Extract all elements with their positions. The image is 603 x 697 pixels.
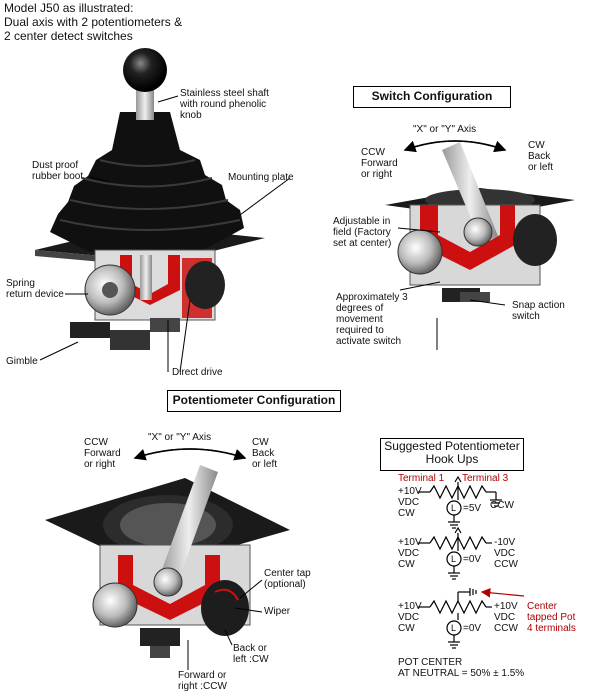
center-tap-note: Center tapped Pot 4 terminals [527,601,576,634]
hookup-circuits [418,475,502,649]
circuit-3-wiper: L [451,623,457,633]
label-gimble: Gimble [6,356,38,367]
switch-leaders [397,227,506,350]
switch-adjustable-label: Adjustable in field (Factory set at cent… [333,216,392,249]
model-title-line3: 2 center detect switches [4,29,133,43]
circuit-1-wiper: L [451,503,457,513]
pot-forward-label: Forward or right :CCW [178,670,227,692]
model-title-line1: Model J50 as illustrated: [4,1,134,15]
center-tap-arrow [480,588,525,598]
circuit-1 [418,475,502,529]
circuit-2-right: -10V VDC CCW [494,537,518,570]
switch-illustration [385,140,575,302]
pot-center-note: POT CENTER AT NEUTRAL = 50% ± 1.5% [398,657,525,679]
circuit-2 [418,526,492,580]
pot-illustration [45,448,290,658]
pot-ccw-label: CCW Forward or right [84,437,121,470]
pot-config-title: Potentiometer Configuration [167,390,341,412]
circuit-1-out: =5V [463,503,482,514]
model-title-line2: Dual axis with 2 potentiometers & [4,15,183,29]
circuit-3 [418,588,492,649]
circuit-2-out: =0V [463,554,482,565]
label-plate: Mounting plate [228,172,294,183]
circuit-2-wiper: L [451,554,457,564]
circuit-1-left: +10V VDC CW [398,486,422,519]
hookups-title: Suggested Potentiometer Hook Ups [380,438,524,471]
terminal-1-label: Terminal 1 [398,473,445,484]
switch-cw-label: CW Back or left [528,140,554,173]
circuit-2-left: +10V VDC CW [398,537,422,570]
label-boot: Dust proof rubber boot [32,160,84,182]
label-direct-drive: Direct drive [172,367,223,378]
terminal-3-label: Terminal 3 [462,473,509,484]
label-shaft: Stainless steel shaft with round phenoli… [180,88,269,121]
pot-back-label: Back or left :CW [233,643,269,665]
switch-config-title: Switch Configuration [353,86,511,108]
joystick-leaders [39,95,291,373]
switch-snap-label: Snap action switch [512,300,565,322]
pot-wiper-label: Wiper [264,606,291,617]
pot-cw-label: CW Back or left [252,437,278,470]
switch-axis-label: "X" or "Y" Axis [413,124,477,135]
pot-axis-label: "X" or "Y" Axis [148,432,212,443]
circuit-3-left: +10V VDC CW [398,601,422,634]
switch-ccw-label: CCW Forward or right [361,147,398,180]
label-spring: Spring return device [6,278,64,300]
switch-movement-label: Approximately 3 degrees of movement requ… [336,292,408,347]
pot-leaders [187,579,263,670]
circuit-1-right: CCW [490,500,514,511]
circuit-3-right: +10V VDC CCW [494,601,518,634]
joystick-illustration [35,48,265,350]
pot-center-tap-label: Center tap (optional) [264,568,311,590]
circuit-3-out: =0V [463,623,482,634]
